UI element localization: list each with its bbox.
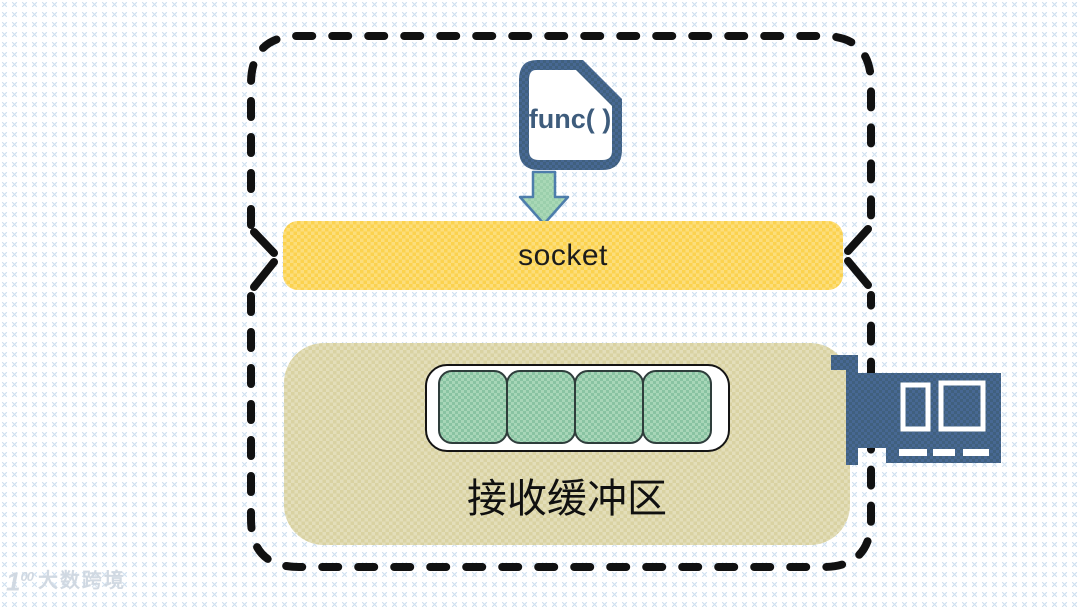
nic-port-large: [938, 380, 986, 432]
buffer-slot-track: [425, 364, 730, 452]
watermark: 100 大数跨境: [6, 566, 126, 597]
socket-bar: socket: [283, 221, 843, 290]
receive-buffer-label: 接收缓冲区: [467, 476, 667, 521]
receive-buffer-box: 接收缓冲区: [284, 343, 850, 545]
buffer-slot: [642, 370, 712, 444]
watermark-logo: 100: [6, 566, 34, 597]
nic-port-small: [900, 382, 931, 432]
dashed-boundary: [247, 32, 875, 571]
socket-label: socket: [518, 238, 608, 272]
buffer-slot: [506, 370, 576, 444]
func-label: func( ): [529, 104, 611, 134]
watermark-text: 大数跨境: [37, 569, 126, 592]
down-arrow-icon: [518, 170, 570, 226]
boundary-pinch-left: [250, 228, 278, 291]
nic-pins: [899, 449, 989, 456]
func-file-icon: func( ): [519, 60, 622, 170]
buffer-slot: [574, 370, 644, 444]
boundary-pinch-right: [844, 225, 872, 289]
